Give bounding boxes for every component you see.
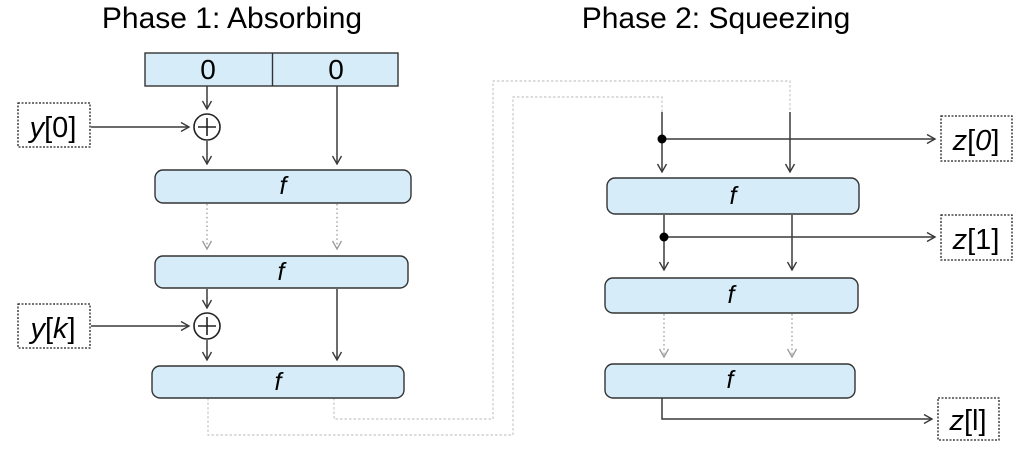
squeeze-f-label-2: f	[728, 281, 738, 309]
state-cell-rate: 0	[200, 54, 216, 85]
xor1-plus-icon	[198, 118, 216, 136]
input-box-yk	[17, 303, 91, 349]
initial-state-box	[144, 52, 399, 87]
feedback-path-capacity	[333, 80, 791, 420]
absorb-f-box-1	[154, 169, 412, 204]
output-label-z0: z[0]	[952, 125, 1000, 157]
phase1-title: Phase 1: Absorbing	[102, 2, 362, 35]
junction-dot-z0	[657, 134, 667, 144]
squeeze-f-box-3	[604, 363, 856, 399]
absorb-f-label-2: f	[278, 258, 288, 286]
output-box-z1	[940, 214, 1013, 261]
squeeze-f-box-1	[606, 177, 860, 215]
squeeze-f-label-1: f	[730, 182, 740, 210]
absorb-f-box-3	[151, 365, 405, 399]
output-box-z0	[940, 115, 1013, 162]
feedback-path-rate	[207, 96, 663, 436]
squeeze-f-label-3: f	[727, 366, 737, 394]
input-box-y0	[17, 102, 91, 148]
output-label-zl: z[l]	[948, 405, 986, 437]
output-label-z1: z[1]	[952, 224, 1000, 256]
absorb-f-label-1: f	[280, 172, 290, 200]
squeeze-f-box-2	[604, 277, 859, 314]
junction-dot-z1	[659, 232, 669, 242]
absorb-f-box-2	[154, 255, 409, 289]
absorb-f-label-3: f	[275, 368, 285, 396]
state-cell-capacity: 0	[328, 54, 344, 85]
phase2-title: Phase 2: Squeezing	[582, 2, 851, 35]
arrow-to-zl	[661, 398, 934, 425]
xor2-plus-icon	[198, 317, 216, 335]
output-box-zl	[937, 397, 1000, 441]
input-label-yk: y[k]	[28, 313, 75, 345]
input-label-y0: y[0]	[28, 112, 77, 144]
